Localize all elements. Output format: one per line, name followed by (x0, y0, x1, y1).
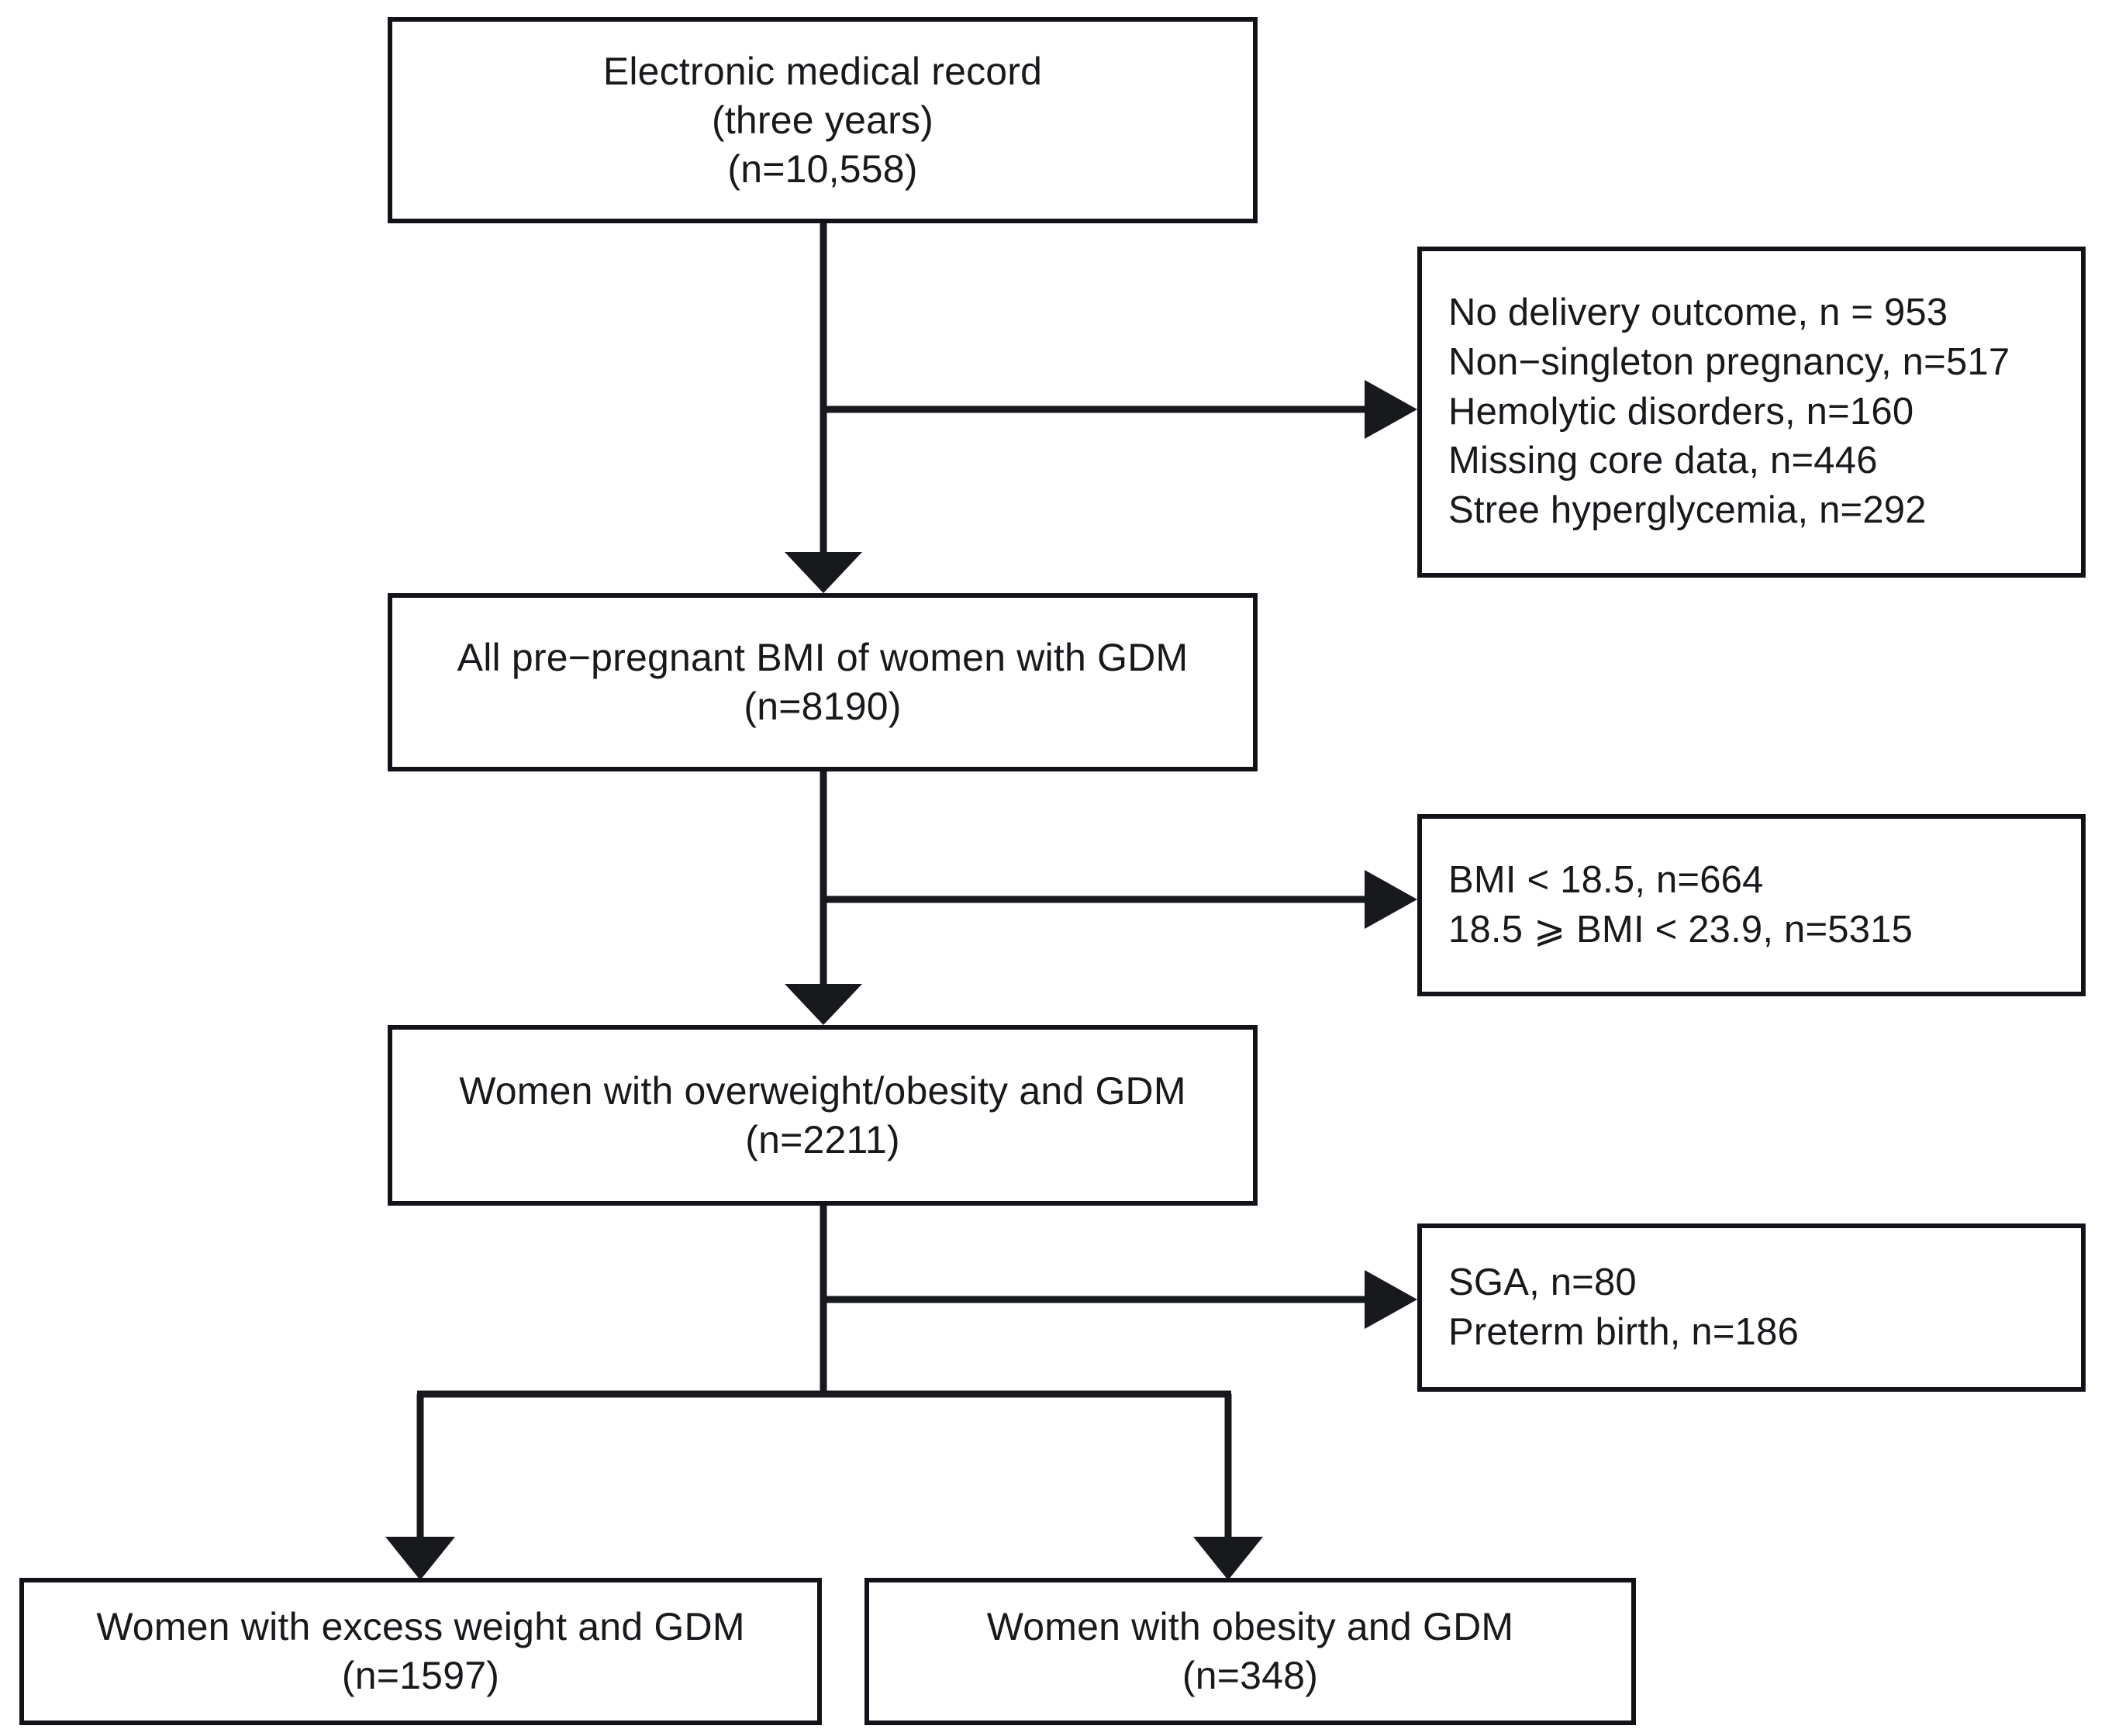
node-line: (n=348) (1182, 1654, 1319, 1697)
connector-split-right-to-obesity (1193, 1394, 1263, 1580)
exclusion-line: Preterm birth, n=186 (1448, 1310, 1800, 1353)
node-women-obesity-gdm: Women with obesity and GDM (n=348) (864, 1578, 1636, 1725)
node-electronic-medical-record: Electronic medical record (three years) … (388, 17, 1258, 223)
node-line: All pre−pregnant BMI of women with GDM (457, 636, 1189, 679)
connector-split-left-to-excess-weight (385, 1394, 455, 1580)
node-line: Women with excess weight and GDM (96, 1605, 745, 1648)
exclusion-line: Stree hyperglycemia, n=292 (1448, 489, 1927, 532)
node-line: (n=8190) (744, 685, 902, 728)
node-line: Women with overweight/obesity and GDM (459, 1068, 1186, 1113)
node-women-overweight-obesity-gdm: Women with overweight/obesity and GDM (n… (388, 1025, 1258, 1206)
connector-all-bmi-to-overweight (785, 771, 862, 1025)
node-line: Electronic medical record (602, 49, 1043, 93)
exclusion-line: No delivery outcome, n = 953 (1448, 292, 1948, 334)
exclusion-line: Missing core data, n=446 (1448, 440, 1878, 482)
connector-overweight-to-exclusion-3 (823, 1270, 1417, 1329)
connector-all-bmi-to-exclusion-2 (823, 870, 1417, 929)
node-exclusion-criteria-stage-1: No delivery outcome, n = 953 Non−singlet… (1417, 247, 2086, 578)
exclusion-line: 18.5 ⩾ BMI < 23.9, n=5315 (1448, 908, 1913, 951)
node-all-pre-pregnant-bmi: All pre−pregnant BMI of women with GDM (… (388, 593, 1258, 771)
exclusion-line: SGA, n=80 (1448, 1261, 1637, 1303)
node-exclusion-criteria-stage-2: BMI < 18.5, n=664 18.5 ⩾ BMI < 23.9, n=5… (1417, 814, 2086, 996)
exclusion-line: BMI < 18.5, n=664 (1448, 858, 1764, 901)
node-women-excess-weight-gdm: Women with excess weight and GDM (n=1597… (19, 1578, 822, 1725)
node-line: Women with obesity and GDM (986, 1605, 1514, 1648)
exclusion-line: Non−singleton pregnancy, n=517 (1448, 340, 2010, 383)
connector-emr-to-exclusion-1 (823, 380, 1417, 439)
exclusion-line: Hemolytic disorders, n=160 (1448, 390, 1914, 433)
node-line: (n=10,558) (727, 147, 918, 191)
node-line: (n=1597) (341, 1654, 500, 1697)
connector-emr-to-all-bmi (785, 223, 862, 593)
node-line: (n=2211) (745, 1117, 900, 1161)
node-exclusion-criteria-stage-3: SGA, n=80 Preterm birth, n=186 (1417, 1223, 2086, 1392)
node-line: (three years) (711, 98, 934, 142)
